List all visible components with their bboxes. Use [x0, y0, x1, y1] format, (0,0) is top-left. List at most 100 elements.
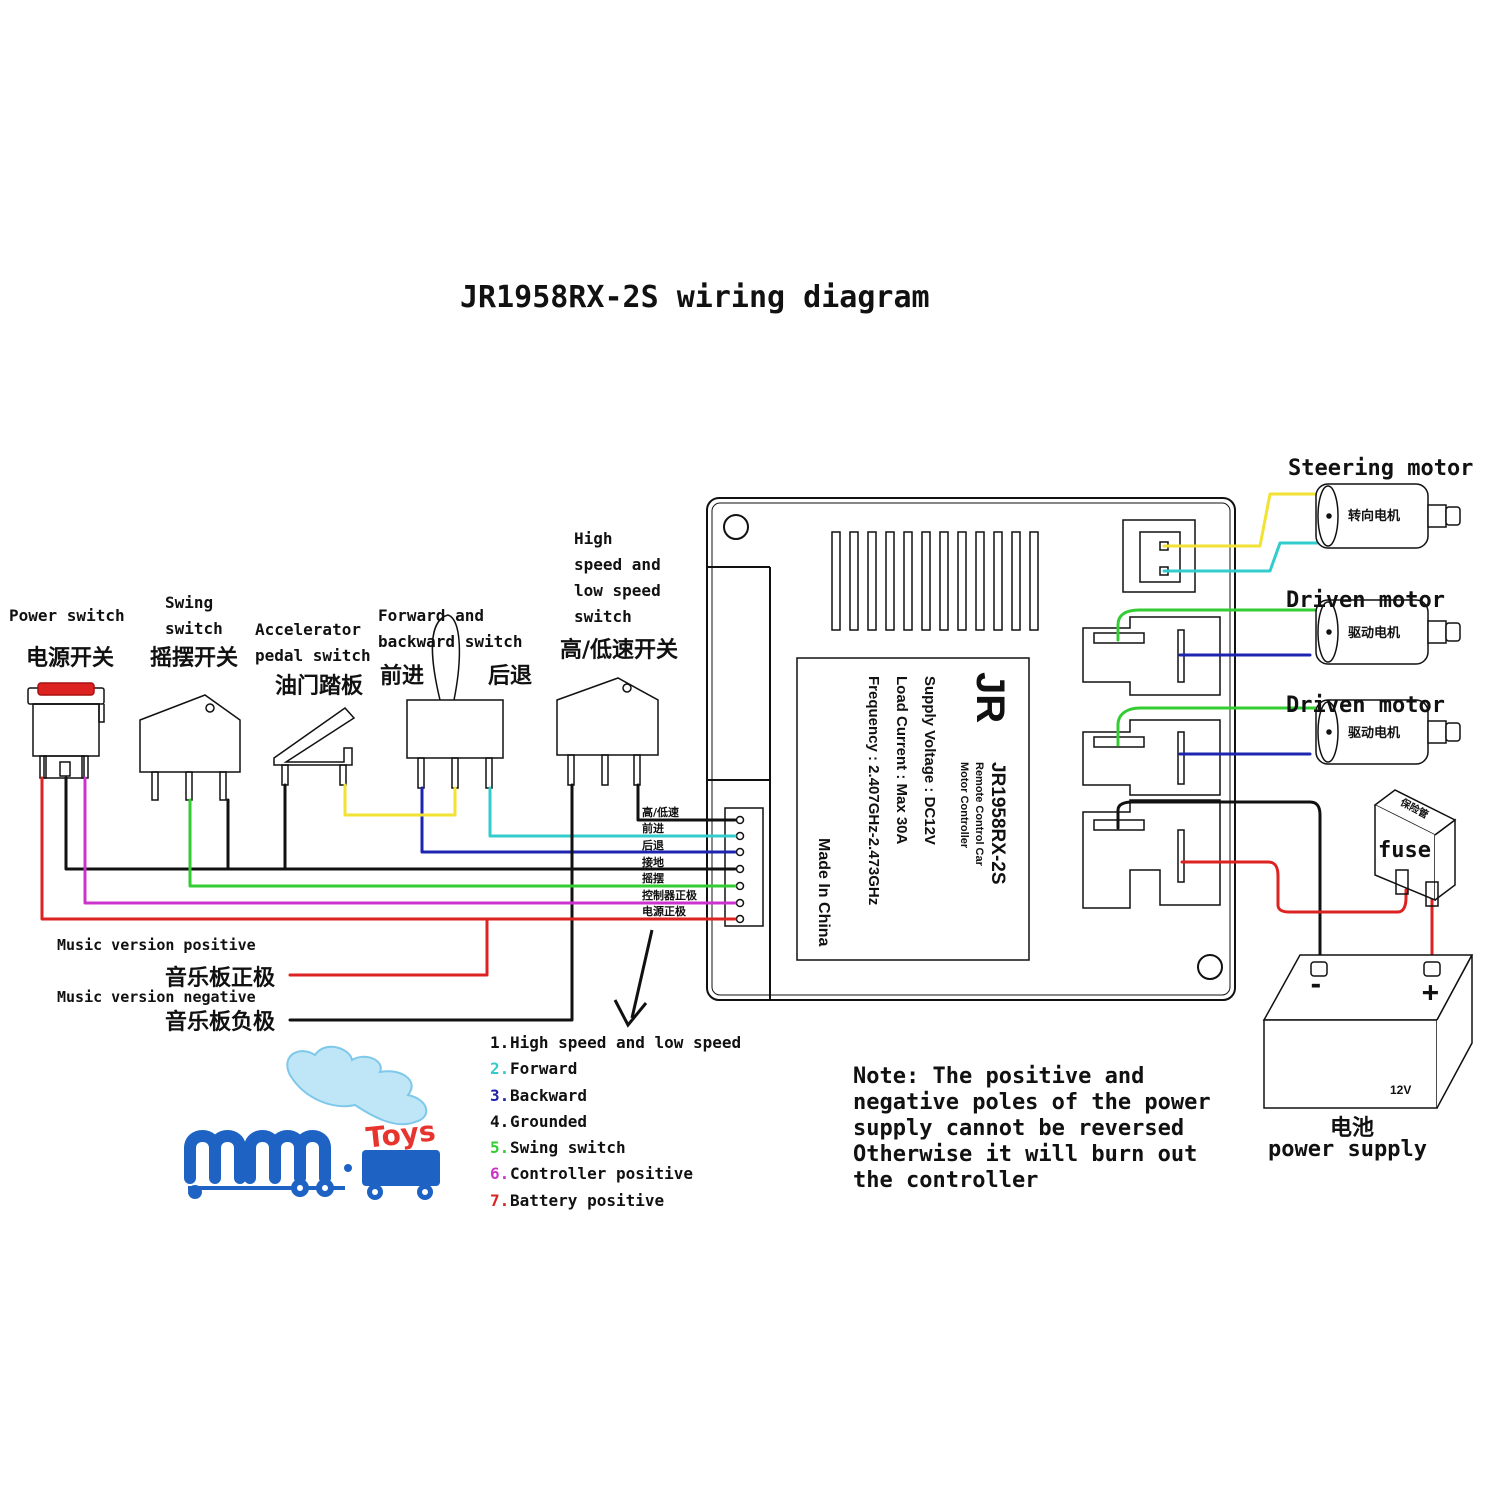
fwd-switch-label-2: backward switch [378, 632, 523, 651]
note-line: supply cannot be reversed [853, 1116, 1185, 1141]
steering-connector [1122, 519, 1196, 593]
fwd-cn: 前进 [380, 664, 425, 689]
note-line: Note: The positive and [853, 1064, 1145, 1089]
power-switch-label: Power switch [9, 606, 125, 625]
steering-motor-cn: 转向电机 [1348, 509, 1401, 524]
driven-motor-1-label: Driven motor [1286, 588, 1445, 613]
accel-cn: 油门踏板 [275, 674, 364, 699]
swing-switch-label-2: switch [165, 619, 223, 638]
controller-model: JR1958RX-2S [987, 762, 1008, 885]
wire-steering-cyan [1162, 541, 1322, 573]
mm-toys-logo [184, 1045, 440, 1200]
music-negative-label: Music version negative [57, 988, 256, 1006]
speed-switch-label-3: low speed [574, 581, 661, 600]
fuse-label: fuse [1378, 838, 1431, 863]
pin-label-7: 电源正极 [642, 905, 686, 918]
controller-logo: JR [968, 672, 1012, 724]
legend-text: High speed and low speed [510, 1033, 742, 1052]
wire-battery-positive [40, 776, 737, 921]
legend-text: Grounded [510, 1111, 588, 1131]
legend-arrow [613, 929, 654, 1028]
pin-label-1: 高/低速 [642, 806, 680, 819]
legend-num: 5. [490, 1138, 510, 1158]
legend-num: 1. [490, 1033, 510, 1052]
swing-switch-cn: 摇摆开关 [150, 646, 239, 671]
controller-label-plate [796, 657, 1030, 961]
legend-num: 6. [490, 1164, 510, 1184]
speed-switch-label-4: switch [574, 607, 632, 626]
wire-steering-yellow [1162, 492, 1322, 548]
controller-voltage: Supply Voltage : DC12V [921, 676, 938, 845]
wire-high-low-speed [636, 783, 737, 822]
music-negative-cn: 音乐板负极 [165, 1010, 276, 1035]
battery [1262, 954, 1474, 1109]
forward-backward-switch [406, 614, 504, 789]
speed-switch-cn: 高/低速开关 [560, 638, 679, 663]
power-switch-cn: 电源开关 [26, 646, 115, 671]
wire-forward [488, 786, 737, 838]
note-line: the controller [853, 1168, 1039, 1193]
wire-backward [420, 786, 737, 854]
note-line: Otherwise it will burn out [853, 1142, 1198, 1167]
legend-num: 7. [490, 1190, 510, 1210]
swing-switch [139, 694, 241, 801]
driven-motor-2-label: Driven motor [1286, 693, 1445, 718]
legend-text: Battery positive [510, 1190, 665, 1210]
legend-item: 1.High speed and low speed [490, 1030, 741, 1056]
motor-terminal-block-2 [1082, 719, 1221, 796]
driven-motor-1 [1315, 599, 1461, 665]
controller-box [706, 497, 1236, 1001]
controller-line-2: Motor Controller [958, 762, 970, 849]
wire-legend: 1.High speed and low speed 2.Forward 3.B… [490, 1030, 741, 1214]
swing-switch-label-1: Swing [165, 593, 214, 612]
pin-label-2: 前进 [642, 822, 664, 835]
music-positive-cn: 音乐板正极 [165, 966, 276, 991]
battery-minus: - [1308, 970, 1324, 1000]
legend-item: 4.Grounded [490, 1109, 741, 1135]
speed-switch-label-2: speed and [574, 555, 661, 574]
wire-controller-positive [83, 776, 737, 905]
fwd-switch-label-1: Forward and [378, 606, 484, 625]
legend-text: Controller positive [510, 1164, 694, 1184]
steering-motor [1315, 483, 1461, 549]
pin-label-3: 后退 [642, 839, 664, 852]
seven-pin-connector [724, 807, 764, 927]
battery-plus: + [1422, 975, 1439, 1008]
driven-motor-1-cn: 驱动电机 [1348, 626, 1401, 641]
wire-music-positive [288, 917, 489, 977]
legend-item: 6.Controller positive [490, 1161, 741, 1187]
legend-item: 7.Battery positive [490, 1188, 741, 1214]
legend-text: Swing switch [510, 1138, 626, 1158]
power-switch [27, 682, 105, 779]
legend-num: 2. [490, 1059, 510, 1079]
music-positive-label: Music version positive [57, 936, 256, 954]
vent-slots [831, 531, 1039, 631]
wire-grounded [64, 776, 737, 871]
diagram-title: JR1958RX-2S wiring diagram [460, 280, 930, 315]
controller-frequency: Frequency : 2.407GHz-2.473GHz [865, 676, 882, 906]
wire-fuse-in [1180, 860, 1408, 914]
fuse [1373, 789, 1457, 907]
driven-motor-2 [1315, 699, 1461, 765]
speed-switch-label-1: High [574, 529, 613, 548]
wire-motor2-green [1116, 706, 1322, 747]
power-terminal-block [1082, 799, 1221, 909]
controller-line-1: Remote Control Car [973, 762, 985, 866]
legend-text: Backward [510, 1085, 588, 1105]
steering-motor-label: Steering motor [1288, 456, 1474, 481]
battery-cn: 电池 [1330, 1116, 1375, 1141]
controller-current: Load Current : Max 30A [893, 676, 910, 845]
legend-text: Forward [510, 1059, 578, 1079]
wire-swing [188, 798, 737, 888]
wire-music-negative [288, 783, 574, 1022]
pin-label-6: 控制器正极 [642, 889, 697, 902]
legend-item: 2.Forward [490, 1056, 741, 1082]
pin-label-5: 摇摆 [642, 872, 664, 885]
accelerator-pedal [273, 707, 356, 786]
legend-item: 5.Swing switch [490, 1135, 741, 1161]
legend-num: 4. [490, 1111, 510, 1131]
battery-voltage: 12V [1390, 1083, 1412, 1097]
wire-motor1-green [1116, 608, 1322, 642]
